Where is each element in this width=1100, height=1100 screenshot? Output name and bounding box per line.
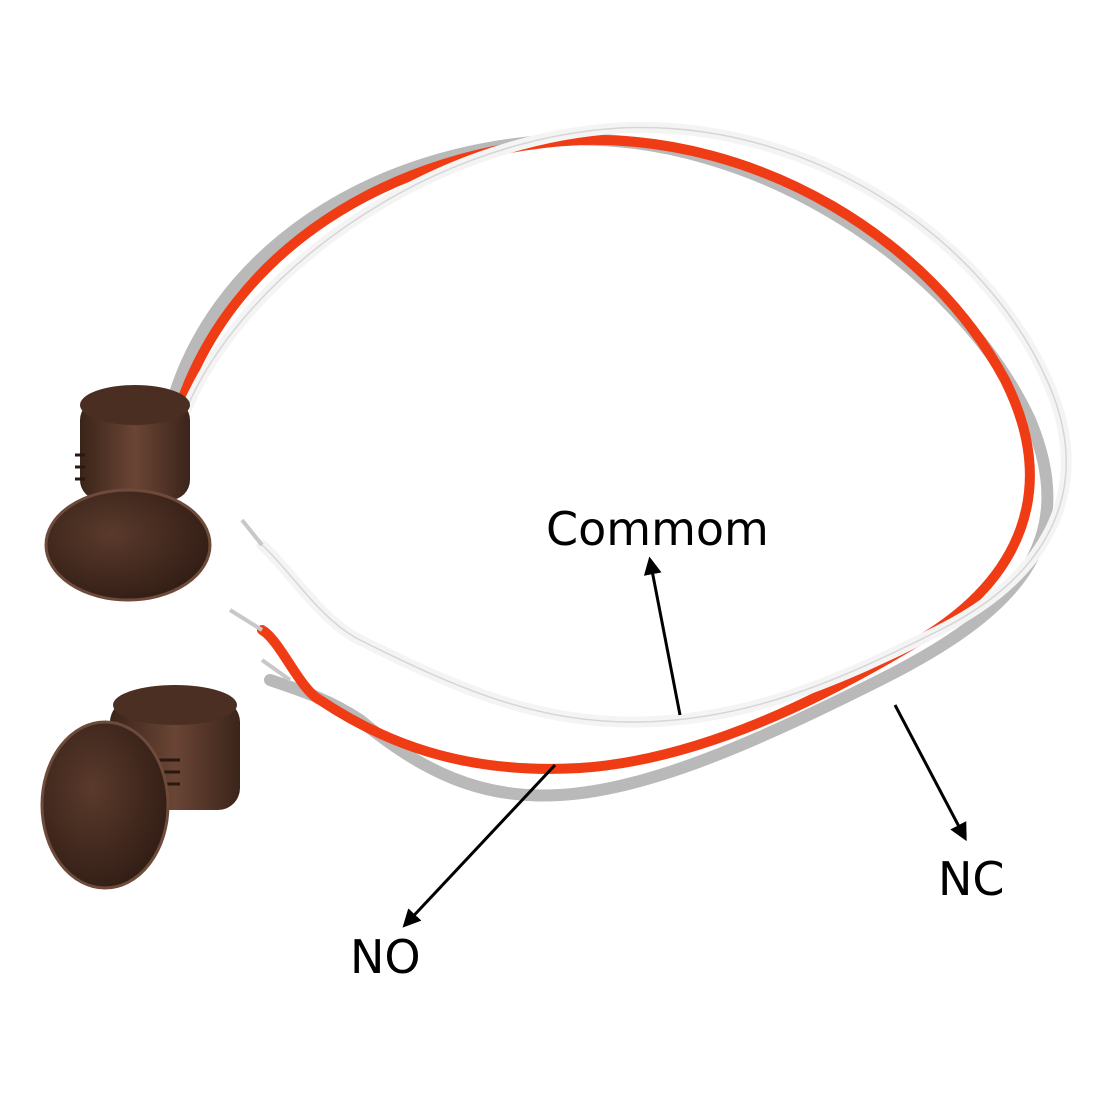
annotation-arrows (402, 556, 967, 928)
arrow-no (402, 763, 557, 928)
reed-switch-magnet (40, 685, 240, 890)
wire-loop-white-outline (185, 126, 1067, 723)
reed-switch-sensor (44, 385, 212, 602)
label-common: Commom (546, 502, 769, 556)
label-no: NO (350, 930, 421, 984)
wire-tip-white (240, 518, 264, 547)
wire-loop-group (164, 121, 1072, 802)
label-nc: NC (938, 852, 1005, 906)
arrow-common (643, 556, 682, 716)
wire-tip-gray (260, 658, 292, 682)
arrow-nc (893, 704, 967, 842)
wire-tip-red (228, 608, 264, 632)
